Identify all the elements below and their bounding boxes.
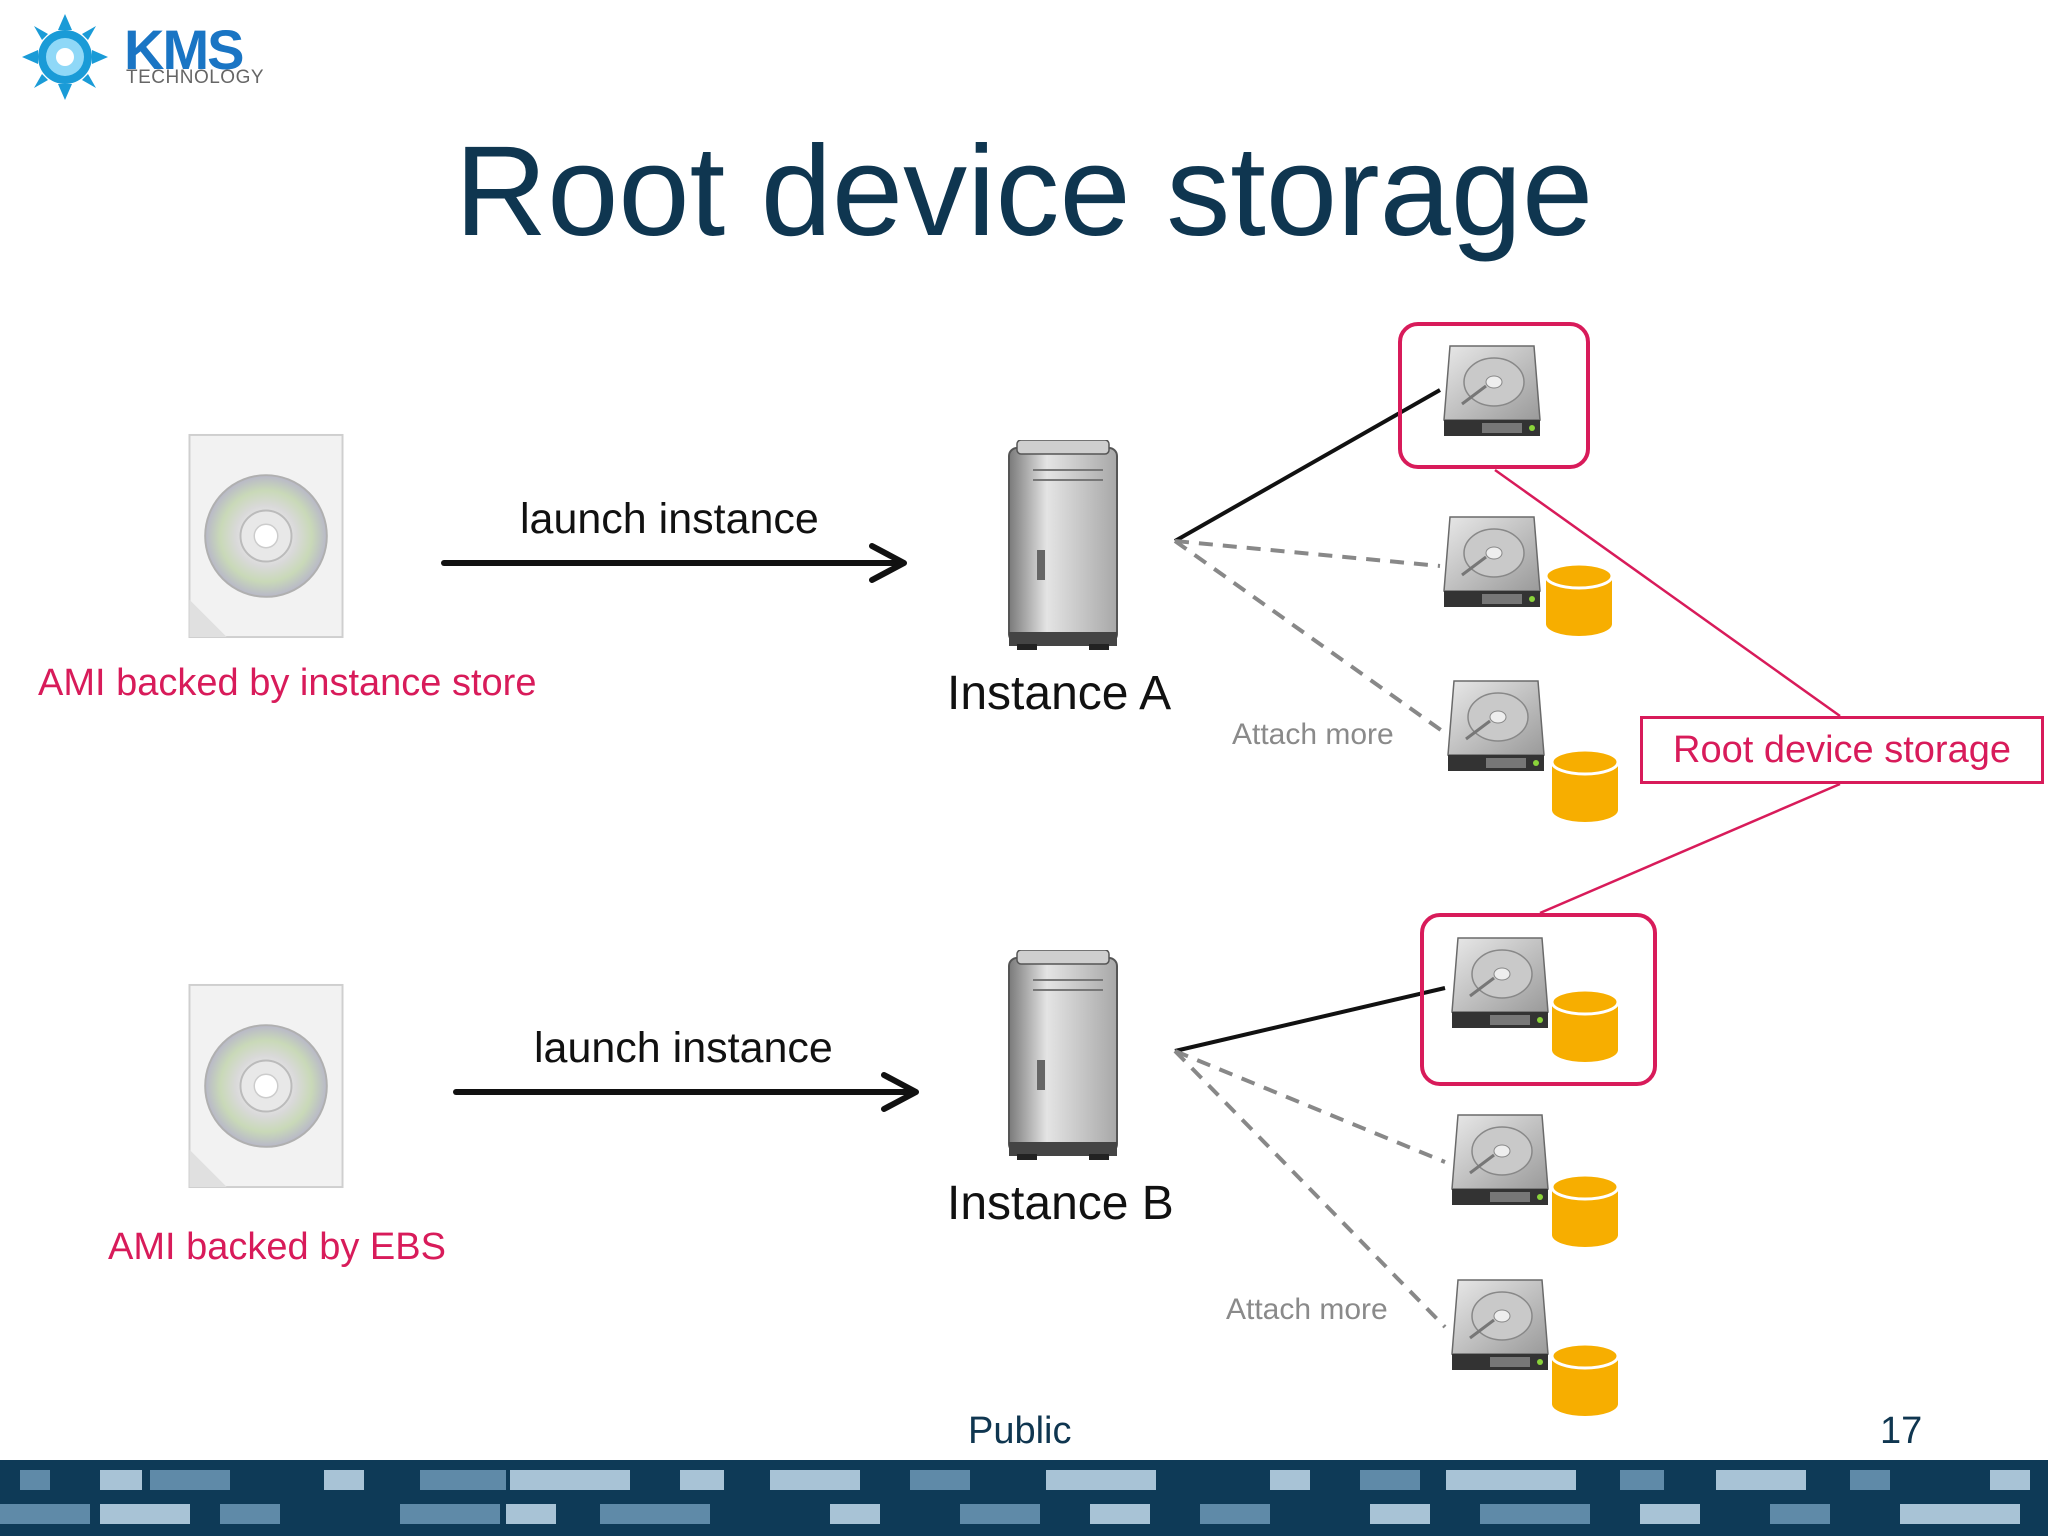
- server-tower-icon: [1003, 950, 1123, 1160]
- ebs-volume-icon: [1550, 988, 1620, 1064]
- root-link-a: [1174, 388, 1441, 543]
- hard-disk-icon: [1450, 1111, 1550, 1206]
- attach-link-b1: [1174, 1049, 1446, 1164]
- root-device-storage-callout: Root device storage: [1640, 716, 2044, 784]
- logo-emblem-icon: [22, 14, 108, 100]
- ami-label-instance-store: AMI backed by instance store: [38, 662, 537, 704]
- logo: [20, 12, 110, 102]
- slide-title: Root device storage: [454, 120, 1594, 263]
- attach-more-label-b: Attach more: [1226, 1293, 1388, 1326]
- logo-subtitle: TECHNOLOGY: [126, 67, 265, 88]
- launch-arrow-b: [453, 1072, 919, 1112]
- attach-link-a2: [1173, 539, 1447, 735]
- ebs-volume-icon: [1550, 748, 1620, 824]
- attach-link-b2: [1173, 1049, 1447, 1329]
- root-highlight-b: [1420, 913, 1657, 1086]
- launch-label-a: launch instance: [520, 495, 819, 543]
- hard-disk-icon: [1450, 1276, 1550, 1371]
- hard-disk-icon: [1442, 513, 1542, 608]
- page-number: 17: [1880, 1410, 1923, 1452]
- ebs-volume-icon: [1550, 1342, 1620, 1418]
- ami-disc-icon: [186, 433, 346, 639]
- root-link-b: [1174, 986, 1446, 1053]
- hard-disk-icon: [1442, 342, 1542, 437]
- ebs-volume-icon: [1544, 562, 1614, 638]
- hard-disk-icon: [1450, 934, 1550, 1029]
- root-highlight-a: [1398, 322, 1590, 469]
- footer-decorative-bar: [0, 1460, 2048, 1536]
- instance-label-b: Instance B: [947, 1177, 1174, 1230]
- callout-line-b: [1539, 782, 1841, 915]
- ami-disc-icon: [186, 983, 346, 1189]
- logo-wordmark: KMS: [124, 18, 244, 81]
- server-tower-icon: [1003, 440, 1123, 650]
- ami-label-ebs: AMI backed by EBS: [108, 1226, 446, 1268]
- ebs-volume-icon: [1550, 1173, 1620, 1249]
- attach-more-label-a: Attach more: [1232, 718, 1394, 751]
- hard-disk-icon: [1446, 677, 1546, 772]
- callout-line-a: [1494, 468, 1841, 718]
- launch-arrow-a: [441, 543, 907, 583]
- footer-classification: Public: [968, 1410, 1072, 1452]
- attach-link-a1: [1174, 539, 1441, 568]
- launch-label-b: launch instance: [534, 1024, 833, 1072]
- instance-label-a: Instance A: [947, 667, 1172, 720]
